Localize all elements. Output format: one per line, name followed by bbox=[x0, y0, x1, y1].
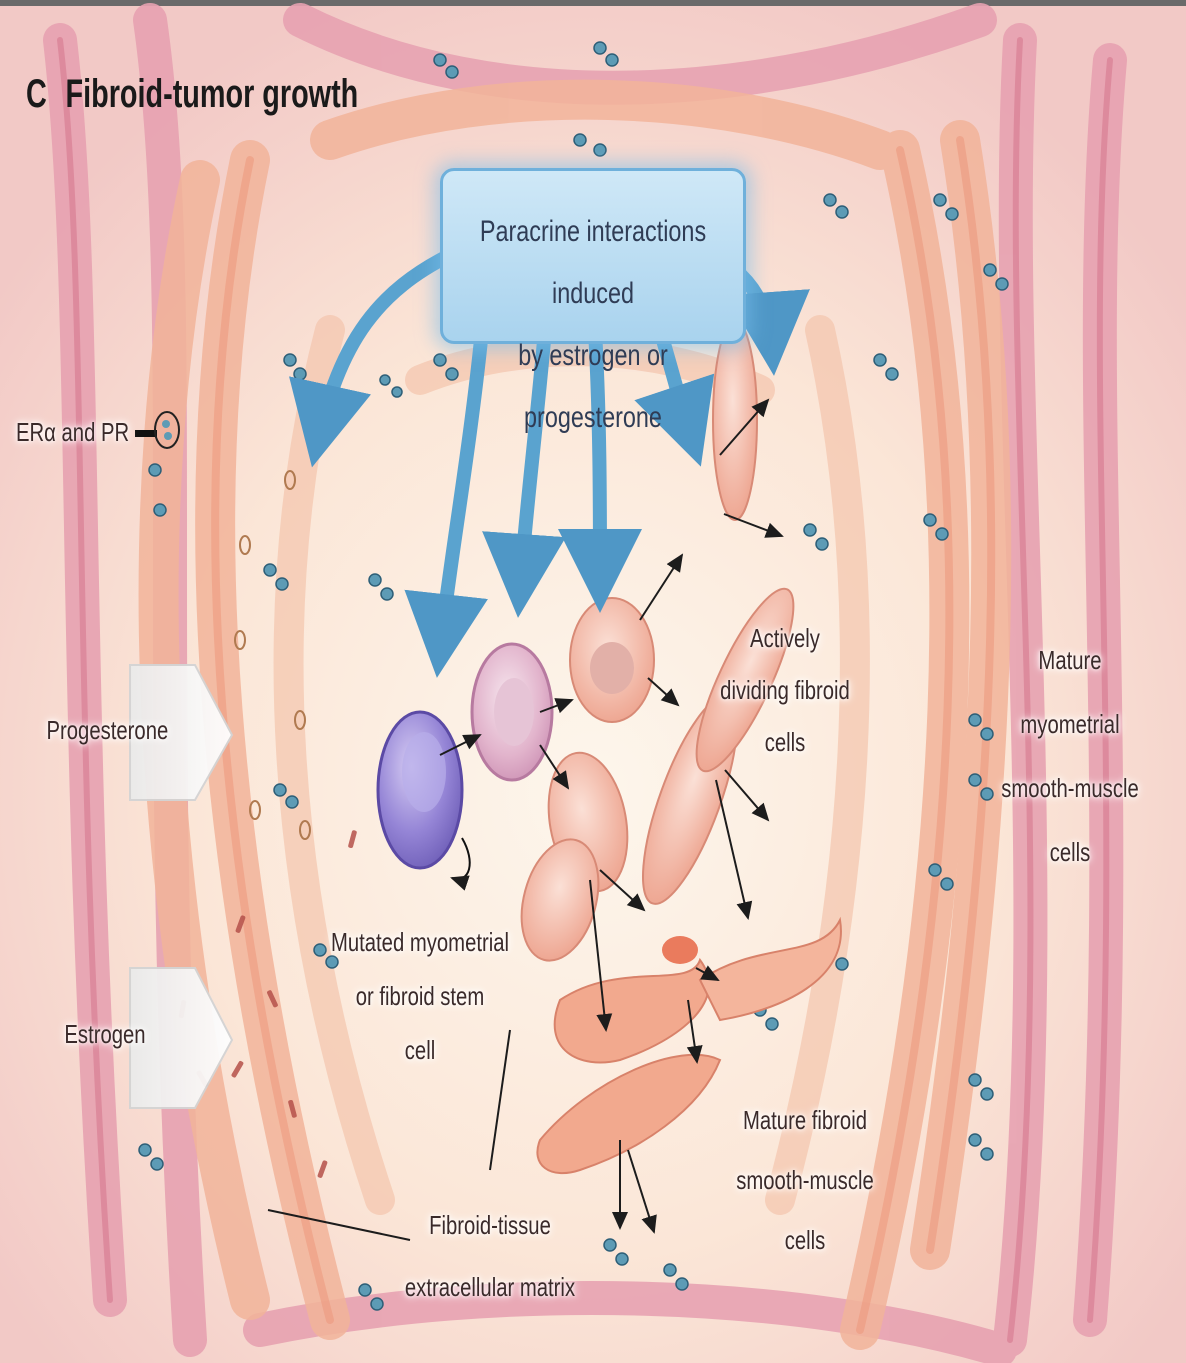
panel-letter: C bbox=[26, 72, 47, 116]
panel-title-text: Fibroid-tumor growth bbox=[66, 72, 359, 116]
callout-line-2: by estrogen or progesterone bbox=[476, 325, 710, 449]
myometrial-label-line-2: myometrial bbox=[996, 704, 1144, 744]
ecm-label-line-2: extracellular matrix bbox=[404, 1267, 576, 1307]
er-pr-label: ERα and PR bbox=[16, 412, 133, 452]
mature-fibroid-line-3: cells bbox=[723, 1220, 887, 1260]
estrogen-label: Estrogen bbox=[54, 1014, 155, 1054]
stem-cell-label-line-3: cell bbox=[330, 1030, 509, 1070]
paracrine-callout: Paracrine interactions induced by estrog… bbox=[440, 168, 746, 344]
mature-fibroid-line-2: smooth-muscle bbox=[723, 1160, 887, 1200]
dividing-cells-label: Actively dividing fibroid cells bbox=[711, 618, 859, 762]
stem-cell-label-line-2: or fibroid stem bbox=[330, 976, 509, 1016]
mature-fibroid-line-1: Mature fibroid bbox=[723, 1100, 887, 1140]
myometrial-label-line-1: Mature bbox=[996, 640, 1144, 680]
mature-myometrial-label: Mature myometrial smooth-muscle cells bbox=[996, 640, 1144, 872]
panel-title: C Fibroid-tumor growth bbox=[26, 72, 358, 117]
dividing-label-line-1: Actively bbox=[711, 618, 859, 658]
dividing-label-line-2: dividing fibroid bbox=[711, 670, 859, 710]
mature-fibroid-label: Mature fibroid smooth-muscle cells bbox=[723, 1100, 887, 1260]
ecm-label-line-1: Fibroid-tissue bbox=[404, 1205, 576, 1245]
paracrine-callout-text: Paracrine interactions induced by estrog… bbox=[476, 201, 710, 449]
progesterone-label: Progesterone bbox=[47, 710, 164, 750]
stem-cell-label: Mutated myometrial or fibroid stem cell bbox=[330, 922, 509, 1070]
dividing-label-line-3: cells bbox=[711, 722, 859, 762]
myometrial-label-line-4: cells bbox=[996, 832, 1144, 872]
callout-line-1: Paracrine interactions induced bbox=[476, 201, 710, 325]
ecm-label: Fibroid-tissue extracellular matrix bbox=[404, 1205, 576, 1307]
myometrial-label-line-3: smooth-muscle bbox=[996, 768, 1144, 808]
stem-cell-label-line-1: Mutated myometrial bbox=[330, 922, 509, 962]
